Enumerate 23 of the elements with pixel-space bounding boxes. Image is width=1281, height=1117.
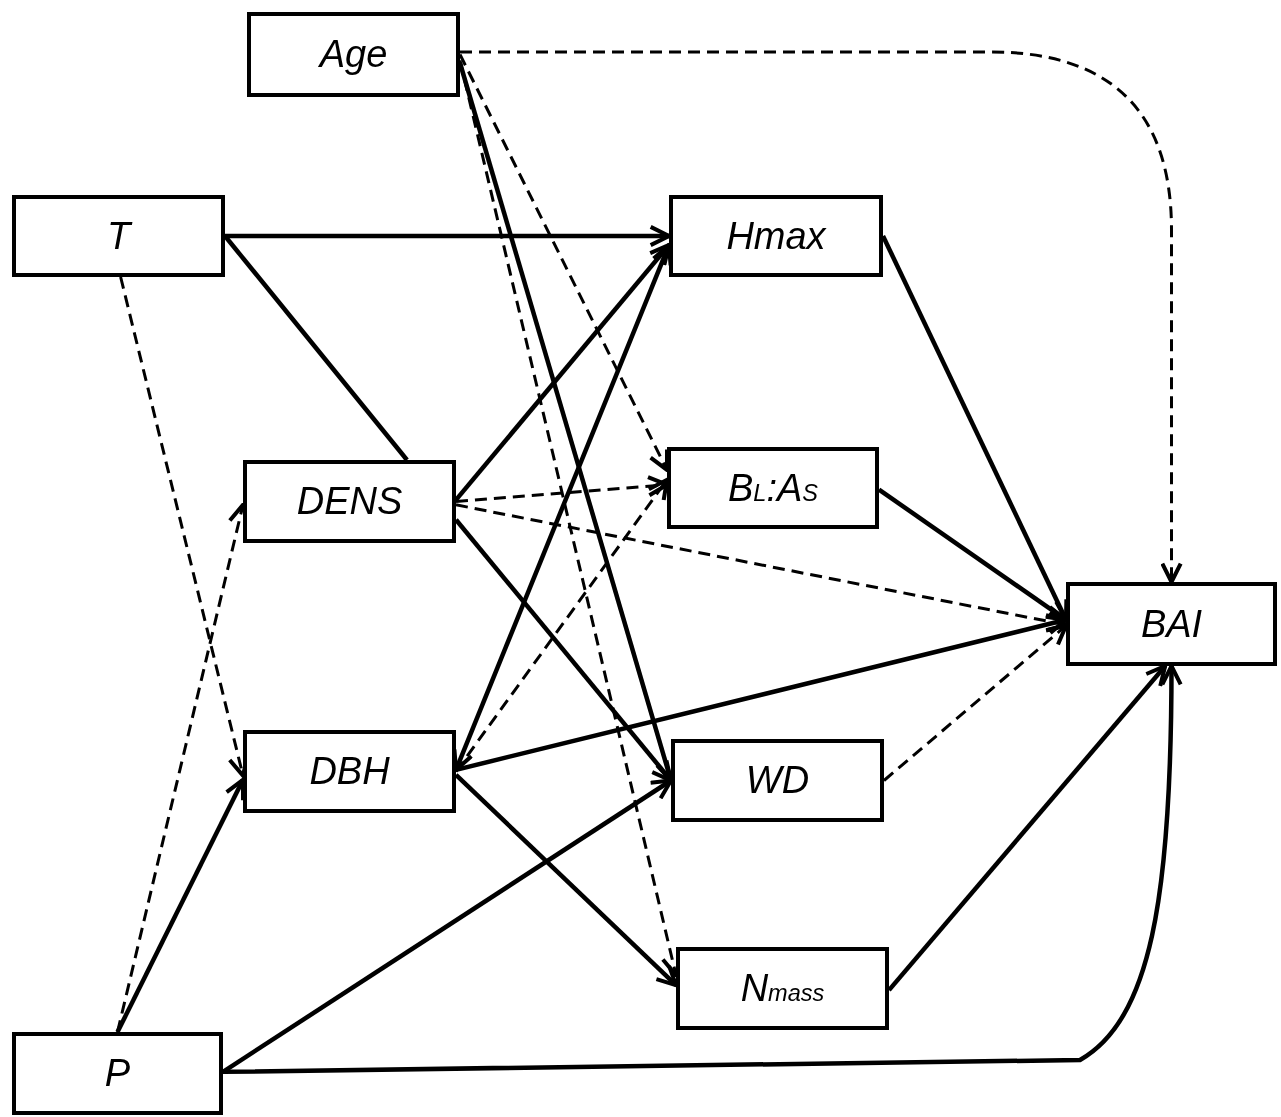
variable-label: DENS	[296, 480, 403, 523]
arrow	[225, 224, 671, 248]
variable-box	[671, 739, 884, 822]
variable-label: WD	[745, 759, 810, 802]
variable-label: BAI	[1140, 602, 1203, 646]
variable-box	[243, 460, 456, 543]
variable-label: Hmax	[726, 214, 826, 258]
arrow	[222, 664, 1183, 1075]
variable-box	[12, 1032, 223, 1115]
variable-label: P	[104, 1052, 131, 1095]
variable-box	[669, 195, 883, 277]
arrow	[455, 613, 1068, 773]
variable-box	[667, 447, 879, 529]
variable-label: Age	[319, 33, 388, 76]
variable-label: DBH	[309, 750, 390, 793]
variable-box	[247, 12, 460, 97]
arrow	[460, 50, 1183, 584]
variable-box	[1066, 582, 1277, 666]
variable-box	[676, 947, 889, 1030]
variable-label: T	[106, 214, 131, 258]
variable-box	[12, 195, 225, 277]
arrow	[883, 623, 1068, 782]
variable-box	[243, 730, 456, 813]
